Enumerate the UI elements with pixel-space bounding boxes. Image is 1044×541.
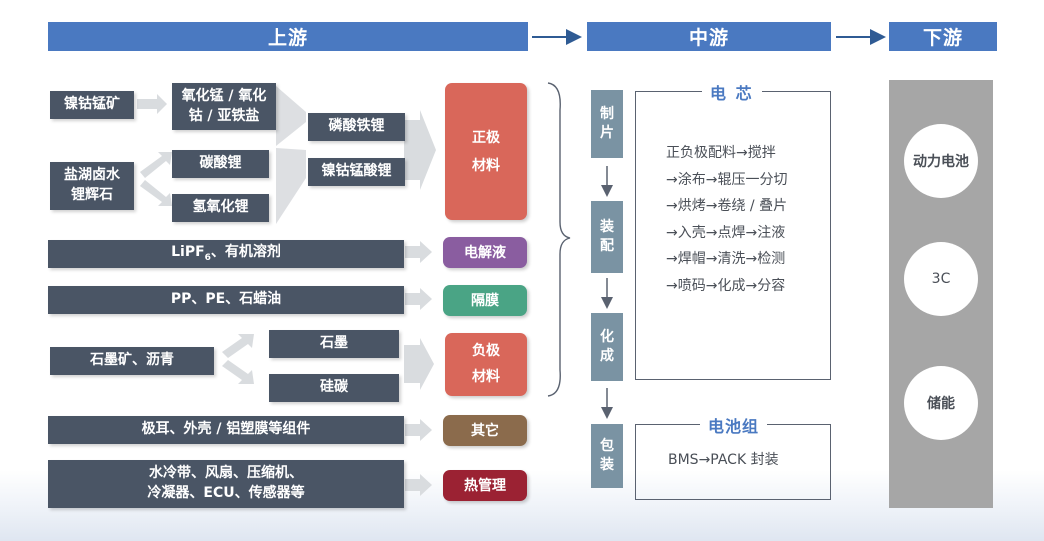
flow-arrow-brine-to-hydroxide [140, 180, 172, 206]
thermal-source-line-2: 冷凝器、ECU、传感器等 [147, 485, 305, 501]
box-li-carbonate: 碳酸锂 [172, 150, 269, 178]
cell-process-line: →焊帽→清洗→检测 [666, 251, 786, 267]
cell-process-line: →烘烤→卷绕 / 叠片 [666, 198, 788, 214]
app-3c: 3C [904, 242, 978, 316]
flow-arrow-brine-to-carbonate [140, 152, 172, 178]
cell-process-line: 正负极配料→搅拌 [666, 145, 776, 161]
electrolyte-source-text: LiPF6、有机溶剂 [171, 244, 281, 264]
flow-arrow-to-thermal [405, 474, 432, 496]
flow-arrow-to-electrolyte [405, 241, 432, 263]
flow-arrow-to-anode-material [404, 338, 434, 390]
app-energy-storage: 储能 [904, 366, 978, 440]
cathode-line-2: 材料 [472, 157, 500, 174]
flow-arrow-to-cathode-material [404, 110, 436, 190]
step-assembly: 装配 [591, 201, 623, 273]
header-downstream: 下游 [889, 22, 997, 51]
cell-process-line: →涂布→辊压一分切 [666, 171, 788, 188]
cell-title: 电 芯 [702, 80, 762, 104]
material-other: 其它 [443, 415, 527, 446]
step-formation: 化成 [591, 313, 623, 381]
anode-line-2: 材料 [472, 368, 500, 385]
box-ncm-ore: 镍钴锰矿 [50, 91, 134, 119]
brine-line-2: 锂辉石 [71, 187, 113, 203]
flow-arrow-precursors-to-cathode-salts [276, 86, 306, 146]
cell-process-list: 正负极配料→搅拌 →涂布→辊压一分切 →烘烤→卷绕 / 叠片 →入壳→点焊→注液… [666, 140, 787, 299]
box-oxides: 氧化锰 / 氧化 钴 / 亚铁盐 [172, 83, 276, 130]
box-lfp: 磷酸铁锂 [308, 113, 405, 141]
box-electrolyte-source: LiPF6、有机溶剂 [48, 240, 404, 268]
box-silicon-carbon: 硅碳 [269, 374, 399, 402]
materials-brace [547, 82, 571, 397]
box-other-source: 极耳、外壳 / 铝塑膜等组件 [48, 416, 404, 444]
flow-arrow-ore-to-oxides [137, 94, 167, 114]
cell-process-line: →喷码→化成→分容 [666, 277, 786, 294]
pack-process-line: BMS→PACK 封装 [668, 452, 779, 468]
box-brine-spodumene: 盐湖卤水 锂辉石 [50, 162, 134, 210]
flow-arrow-to-separator [405, 288, 432, 310]
box-graphite: 石墨 [269, 330, 399, 358]
cathode-line-1: 正极 [472, 129, 500, 146]
cell-process-line: →入壳→点焊→注液 [666, 224, 786, 241]
oxides-line-2: 钴 / 亚铁盐 [188, 107, 260, 124]
material-thermal: 热管理 [443, 470, 527, 501]
box-ncm: 镍钴锰酸锂 [308, 158, 405, 186]
brine-line-1: 盐湖卤水 [64, 167, 120, 184]
material-separator: 隔膜 [443, 285, 527, 316]
anode-line-1: 负极 [472, 343, 500, 360]
box-separator-source: PP、PE、石蜡油 [48, 286, 404, 314]
flow-arrow-ore-to-graphite [222, 334, 254, 358]
material-cathode: 正极 材料 [445, 83, 527, 220]
box-thermal-source: 水冷带、风扇、压缩机、 冷凝器、ECU、传感器等 [48, 460, 404, 508]
flow-arrow-ore-to-silicon-carbon [222, 360, 254, 384]
thermal-source-line-1: 水冷带、风扇、压缩机、 [149, 465, 303, 482]
flow-arrow-carbonate-to-cathode-salts [276, 148, 306, 224]
header-midstream: 中游 [587, 22, 831, 51]
material-electrolyte: 电解液 [443, 237, 527, 268]
pack-title: 电池组 [700, 413, 768, 437]
header-upstream: 上游 [48, 22, 528, 51]
material-anode: 负极 材料 [445, 333, 527, 396]
step-electrode-making: 制片 [591, 90, 623, 158]
app-power-battery: 动力电池 [904, 124, 978, 198]
box-graphite-ore: 石墨矿、沥青 [50, 347, 214, 375]
flow-arrow-to-other [405, 419, 432, 441]
box-li-hydroxide: 氢氧化锂 [172, 194, 269, 222]
step-packaging: 包装 [591, 424, 623, 488]
oxides-line-1: 氧化锰 / 氧化 [181, 87, 267, 104]
